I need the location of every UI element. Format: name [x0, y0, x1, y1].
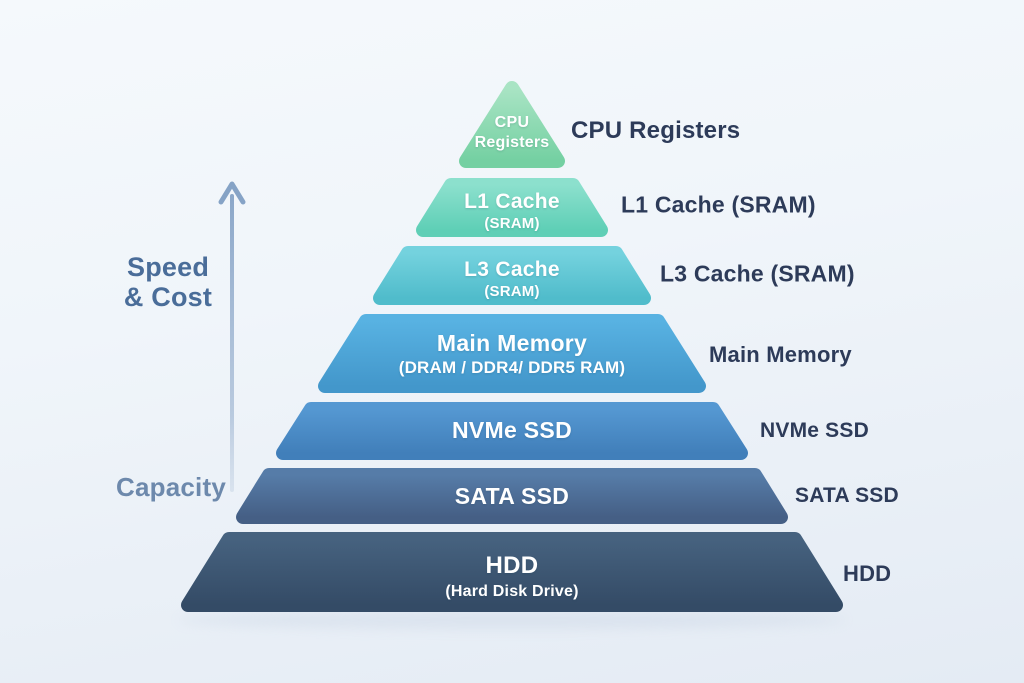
- up-arrow-icon: [218, 181, 246, 205]
- side-label-l1-cache: L1 Cache (SRAM): [621, 191, 816, 218]
- axis-label-line: Speed: [126, 252, 210, 282]
- axis-label-line: & Cost: [123, 282, 213, 312]
- side-label-nvme-ssd: NVMe SSD: [760, 419, 869, 442]
- band-shape-main-memory: [318, 314, 706, 393]
- band-shape-sata-ssd: [236, 468, 788, 524]
- band-shape-cpu-registers: [459, 81, 565, 168]
- side-label-sata-ssd: SATA SSD: [795, 484, 899, 507]
- band-shape-l1-cache: [416, 178, 608, 237]
- band-shape-l3-cache: [373, 246, 651, 305]
- axis-label-speed-cost: Speed & Cost: [116, 252, 220, 312]
- side-label-cpu-registers: CPU Registers: [571, 117, 741, 144]
- band-shape-hdd: [181, 532, 843, 612]
- axis-label-capacity: Capacity: [116, 472, 226, 502]
- side-label-main-memory: Main Memory: [709, 342, 852, 367]
- pyramid-base-shadow: [177, 611, 847, 629]
- side-label-l3-cache: L3 Cache (SRAM): [660, 260, 855, 287]
- band-shape-nvme-ssd: [276, 402, 748, 460]
- side-label-hdd: HDD: [843, 561, 892, 586]
